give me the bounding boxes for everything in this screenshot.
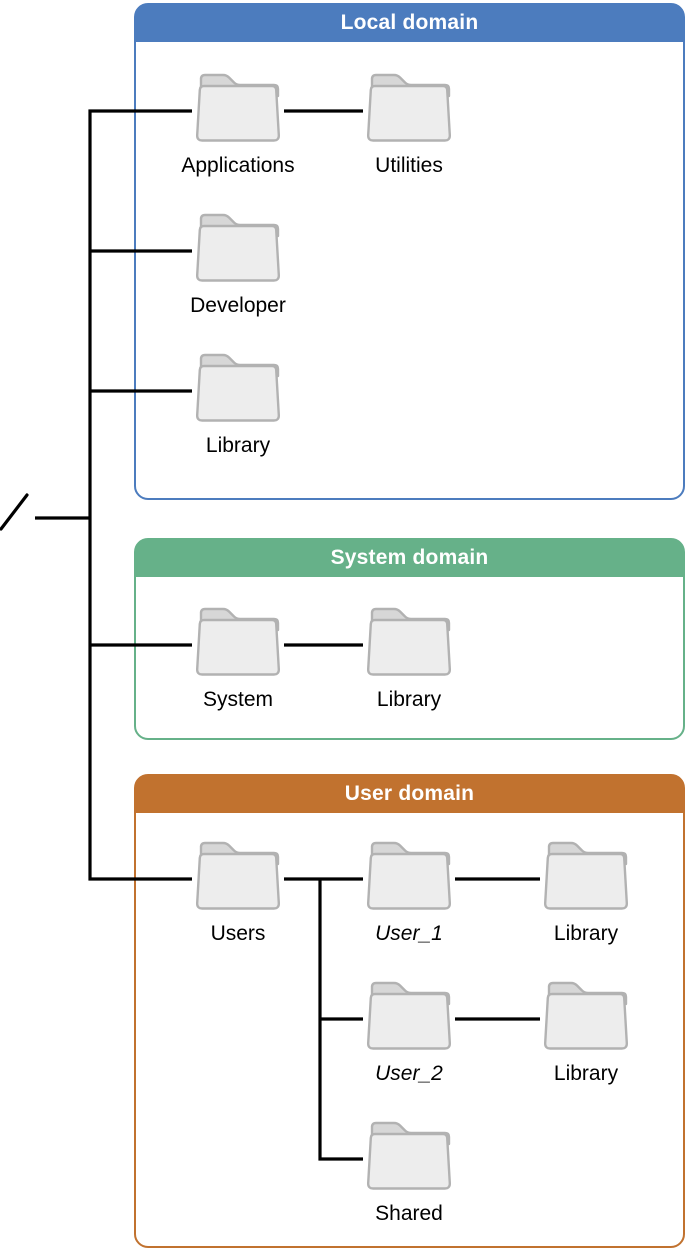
local-domain-box: Local domain	[134, 3, 685, 500]
folder-icon	[366, 841, 452, 910]
folder-label-system: System	[202, 688, 273, 711]
local-domain-header: Local domain	[135, 4, 684, 42]
folder-icon	[195, 213, 281, 282]
folder-icon	[195, 73, 281, 142]
folder-label-utilities: Utilities	[375, 154, 443, 177]
folder-library-user1	[540, 840, 632, 912]
folder-icon	[195, 607, 281, 676]
folder-label-applications: Applications	[181, 154, 295, 177]
folder-icon	[543, 981, 629, 1050]
folder-system	[192, 606, 284, 678]
system-domain-header: System domain	[135, 539, 684, 577]
folder-icon	[366, 981, 452, 1050]
folder-label-library-user1: Library	[553, 922, 619, 945]
user-domain-header: User domain	[135, 775, 684, 813]
user-domain-box: User domain	[134, 774, 685, 1248]
folder-icon	[195, 841, 281, 910]
folder-label-shared: Shared	[375, 1202, 443, 1225]
folder-icon	[195, 353, 281, 422]
folder-user2	[363, 980, 455, 1052]
folder-user1	[363, 840, 455, 912]
folder-library-system	[363, 606, 455, 678]
folder-label-user1: User_1	[375, 922, 443, 945]
folder-shared	[363, 1120, 455, 1192]
folder-label-library-system: Library	[376, 688, 442, 711]
folder-icon	[366, 1121, 452, 1190]
folder-icon	[543, 841, 629, 910]
folder-label-developer: Developer	[190, 294, 286, 317]
folder-icon	[366, 607, 452, 676]
folder-library-user2	[540, 980, 632, 1052]
folder-users	[192, 840, 284, 912]
system-domain-box: System domain	[134, 538, 685, 740]
folder-utilities	[363, 72, 455, 144]
folder-library-local	[192, 352, 284, 424]
folder-label-users: Users	[210, 922, 266, 945]
root-symbol-label: /	[0, 0, 1, 1]
folder-label-library-user2: Library	[553, 1062, 619, 1085]
folder-label-user2: User_2	[375, 1062, 443, 1085]
folder-label-library-local: Library	[205, 434, 271, 457]
folder-applications	[192, 72, 284, 144]
root-slash	[0, 493, 29, 531]
folder-developer	[192, 212, 284, 284]
folder-icon	[366, 73, 452, 142]
